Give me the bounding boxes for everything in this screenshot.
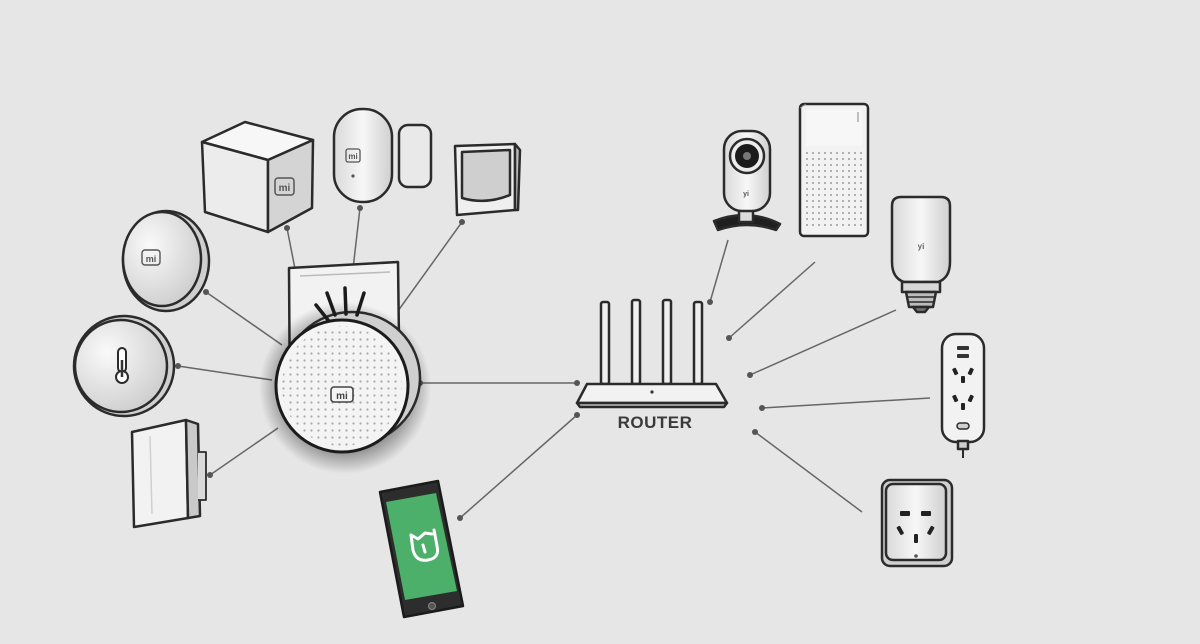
dot (457, 515, 463, 521)
connector-smart-plug (755, 432, 862, 512)
svg-text:mi: mi (348, 152, 357, 161)
svg-text:mi: mi (146, 254, 157, 264)
dot (574, 380, 580, 386)
smart-plug-device (882, 480, 952, 566)
router-antennas (601, 300, 702, 384)
temperature-sensor-device (74, 316, 174, 416)
svg-text:mi: mi (279, 183, 291, 194)
yi-logo: yi (743, 191, 749, 198)
dot (726, 335, 732, 341)
power-strip-device (942, 334, 984, 458)
led-bulb-device: yi (892, 197, 950, 312)
smartphone-device (380, 481, 463, 617)
dot (707, 299, 713, 305)
connector-temp-sensor (178, 366, 272, 380)
connector-wall-switch (210, 428, 278, 475)
connector-camera (710, 240, 728, 302)
dot (284, 225, 290, 231)
svg-text:mi: mi (336, 391, 348, 402)
magic-cube-device: mi (202, 122, 313, 232)
connector-bulb (750, 310, 896, 375)
door-sensor-device: mi (334, 109, 431, 202)
wireless-switch-device: mi (123, 211, 209, 311)
dot (203, 289, 209, 295)
connector-disc-button (206, 292, 282, 345)
dot (459, 219, 465, 225)
yi-logo: yi (918, 242, 925, 251)
wall-switch-device (132, 420, 206, 527)
dot (175, 363, 181, 369)
thermometer-icon (116, 348, 128, 383)
dot (752, 429, 758, 435)
connector-power-strip (762, 398, 930, 408)
dot (357, 205, 363, 211)
router-device (577, 300, 727, 407)
connector-phone-router (460, 415, 577, 518)
dot (747, 372, 753, 378)
connector-motion-sensor (390, 222, 462, 322)
dot (207, 472, 213, 478)
mi-logo: mi (331, 387, 353, 402)
security-camera-device: yi (714, 131, 780, 230)
air-purifier-device (800, 104, 868, 236)
router-label: ROUTER (618, 413, 693, 432)
dot (759, 405, 765, 411)
connector-purifier (729, 262, 815, 338)
motion-sensor-device (455, 144, 520, 215)
dot (574, 412, 580, 418)
gateway-hub-device: mi (259, 262, 431, 474)
